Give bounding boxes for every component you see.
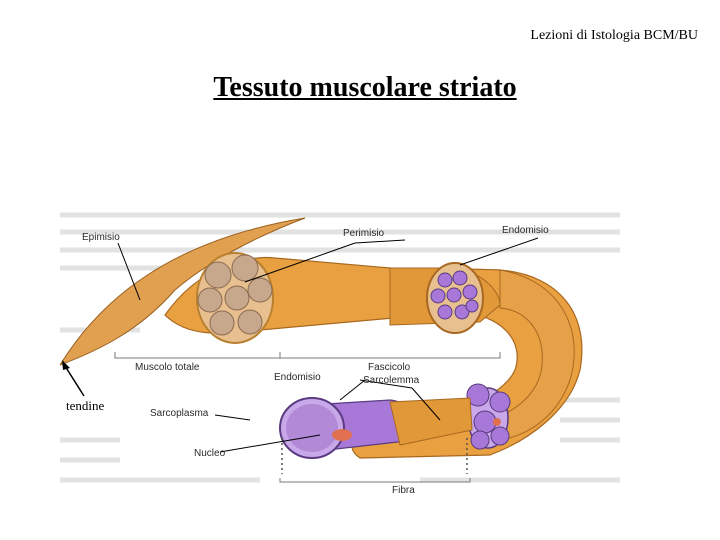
fascicle-cross-section [426, 262, 484, 334]
label-perimisio: Perimisio [343, 228, 385, 239]
leader-lines [117, 237, 539, 453]
label-epimisio: Epimisio [82, 232, 120, 243]
label-sarcolemma: Sarcolemma [363, 375, 420, 386]
label-fascicolo: Fascicolo [368, 362, 411, 373]
fiber-orange-sheath [389, 397, 473, 446]
tendon-arrow [62, 360, 85, 397]
label-sarcoplasma: Sarcoplasma [150, 408, 209, 419]
tendon-shape [60, 217, 306, 366]
tendon-label: tendine [66, 398, 105, 413]
label-nucleo: Nucleo [194, 448, 226, 459]
label-muscolo-totale: Muscolo totale [135, 362, 200, 373]
label-endomisio-top: Endomisio [502, 225, 549, 236]
muscle-cross-section [196, 252, 274, 344]
fiber-bundle-section [466, 383, 511, 450]
label-fibra: Fibra [392, 485, 415, 496]
dotted-ticks [281, 438, 468, 474]
header-text: Lezioni di Istologia BCM/BU [530, 28, 698, 43]
fiber-cross-section [279, 397, 352, 459]
bracket-lines [114, 352, 501, 483]
page-title: Tessuto muscolare striato [213, 72, 517, 103]
muscle-diagram: Epimisio Perimisio Endomisio Muscolo tot… [60, 212, 620, 496]
label-endomisio-mid: Endomisio [274, 372, 321, 383]
background-text-texture [60, 212, 620, 483]
